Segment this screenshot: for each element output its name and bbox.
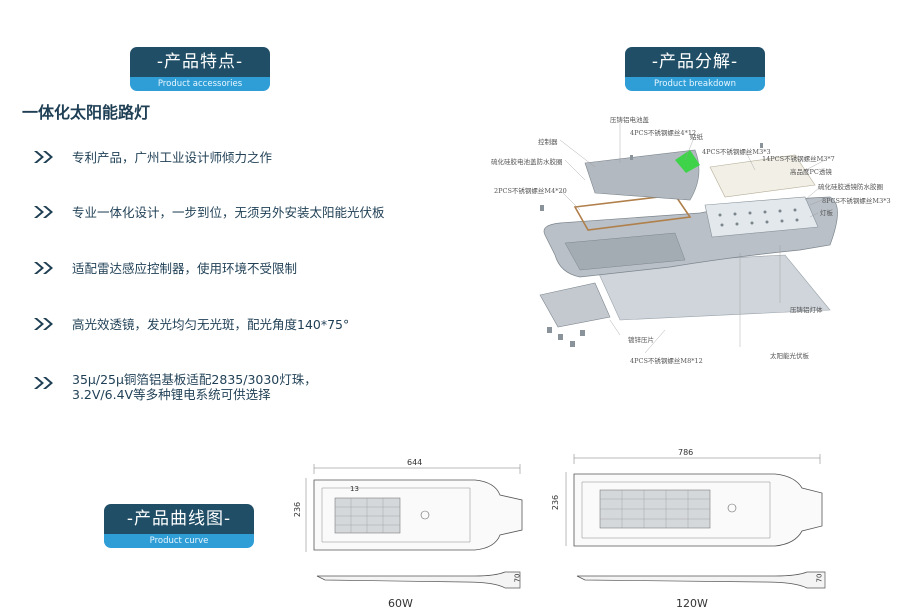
- part-label-screw4: 2PCS不锈钢螺丝M4*20: [494, 187, 567, 195]
- badge-subtitle: Product curve: [104, 534, 254, 548]
- feature-text: 高光效透镜，发光均匀无光斑，配光角度140*75°: [72, 317, 350, 332]
- badge-title: -产品特点-: [130, 47, 270, 77]
- drawing-label-60w: 60W: [388, 597, 413, 610]
- part-label-sticker: 贴纸: [690, 133, 703, 141]
- badge-product-breakdown: -产品分解- Product breakdown: [625, 47, 765, 93]
- badge-title: -产品曲线图-: [104, 504, 254, 534]
- dim-small-60w: 13: [350, 485, 359, 493]
- side-view-120w: [576, 571, 826, 589]
- product-title: 一体化太阳能路灯: [22, 103, 151, 122]
- part-label-cover: 压铸铝电池盖: [610, 116, 649, 124]
- double-arrow-icon: [34, 206, 53, 218]
- part-label-screw3: 14PCS不锈钢螺丝M3*7: [762, 155, 835, 163]
- double-arrow-icon: [34, 151, 53, 163]
- dim-width-60w: 644: [407, 458, 423, 467]
- double-arrow-icon: [34, 377, 53, 389]
- part-label-clamp: 镀锌压片: [628, 336, 654, 344]
- badge-subtitle: Product breakdown: [625, 77, 765, 91]
- drawing-label-120w: 120W: [676, 597, 708, 610]
- double-arrow-icon: [34, 262, 53, 274]
- dim-height-60w: 236: [293, 501, 303, 518]
- drawing-120w: [565, 454, 823, 547]
- dim-width-120w: 786: [678, 448, 694, 457]
- side-view-60w: [316, 571, 521, 589]
- feature-text: 3.2V/6.4V等多种锂电系统可供选择: [72, 387, 271, 402]
- feature-text: 专利产品，广州工业设计师倾力之作: [72, 150, 273, 165]
- double-arrow-icon: [34, 318, 53, 330]
- feature-text: 适配雷达感应控制器，使用环境不受限制: [72, 261, 298, 276]
- part-label-screw1: 4PCS不锈钢螺丝4*12: [630, 129, 697, 137]
- dim-depth-120w: 70: [815, 573, 824, 583]
- part-label-screw2: 4PCS不锈钢螺丝M3*3: [702, 148, 771, 156]
- badge-title: -产品分解-: [625, 47, 765, 77]
- part-label-panel: 太阳能光伏板: [770, 352, 809, 360]
- badge-product-features: -产品特点- Product accessories: [130, 47, 270, 93]
- part-label-controller: 控制器: [538, 138, 558, 146]
- part-label-board: 灯板: [820, 209, 833, 217]
- feature-text: 35μ/25μ铜箔铝基板适配2835/3030灯珠，: [72, 372, 317, 387]
- part-label-lens: 高品度PC透镜: [790, 168, 832, 176]
- badge-product-curve: -产品曲线图- Product curve: [104, 504, 254, 550]
- exploded-view-diagram: [539, 123, 838, 354]
- part-label-gasket1: 硫化硅胶电池盖防水胶圈: [491, 158, 563, 166]
- part-label-body: 压铸铝灯体: [790, 306, 823, 314]
- drawing-60w: [305, 464, 523, 552]
- part-label-screw6: 4PCS不锈钢螺丝M8*12: [630, 357, 703, 365]
- part-label-gasket2: 硫化硅胶透镜防水胶圈: [818, 183, 883, 191]
- dim-depth-60w: 70: [513, 573, 522, 583]
- part-label-screw5: 8PCS不锈钢螺丝M3*3: [822, 197, 891, 205]
- feature-text: 专业一体化设计，一步到位，无须另外安装太阳能光伏板: [72, 205, 385, 220]
- dim-height-120w: 236: [551, 494, 561, 511]
- badge-subtitle: Product accessories: [130, 77, 270, 91]
